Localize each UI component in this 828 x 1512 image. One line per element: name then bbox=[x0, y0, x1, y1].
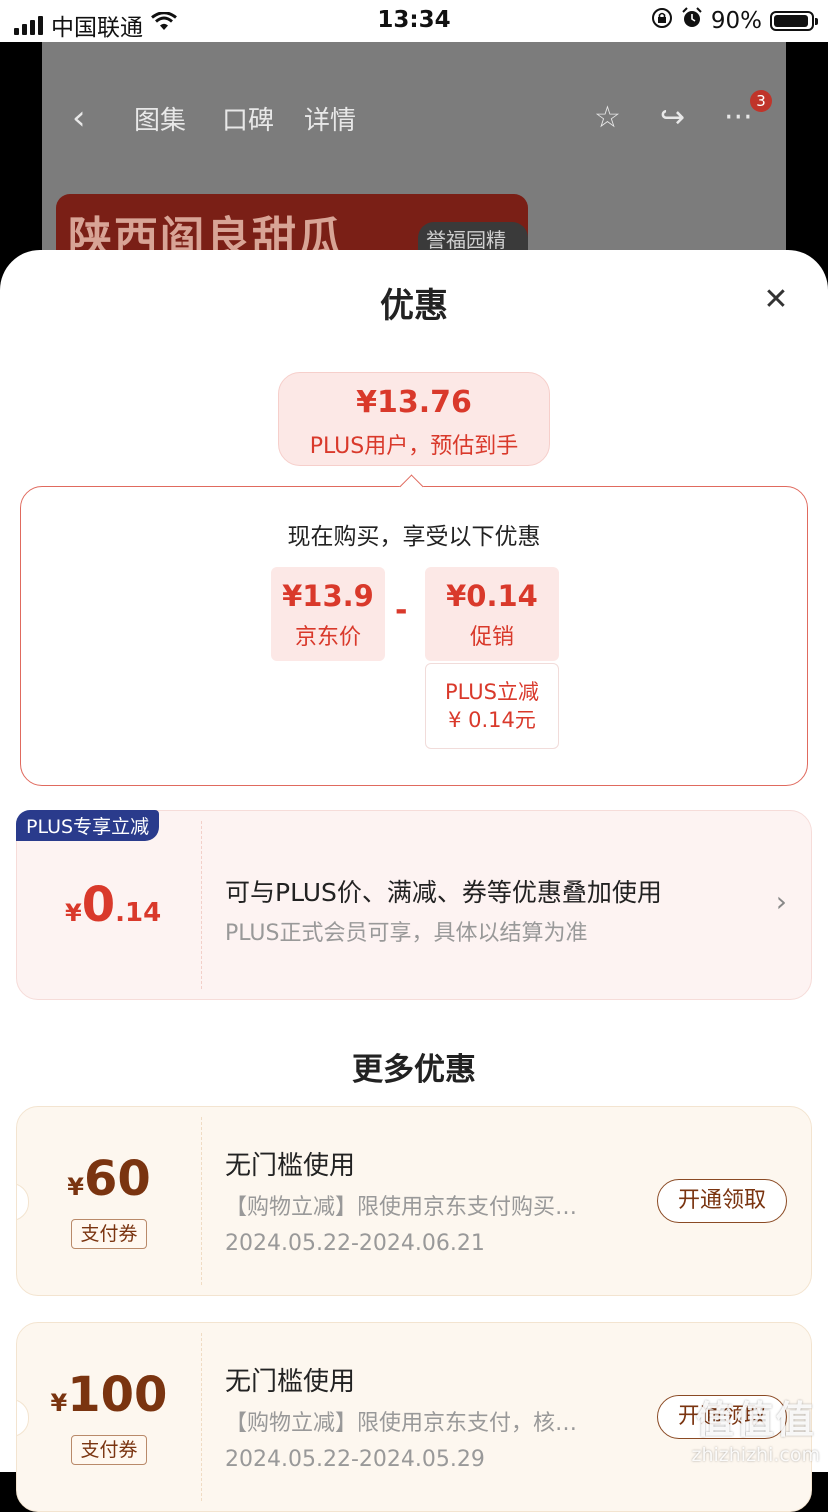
wifi-icon bbox=[151, 11, 177, 38]
breakdown-heading: 现在购买，享受以下优惠 bbox=[287, 524, 541, 550]
plus-offer-amount: ¥0.14 bbox=[65, 877, 161, 933]
coupon-amount-value: 100 bbox=[67, 1367, 168, 1423]
promo-detail-box: PLUS立减 ¥ 0.14元 bbox=[425, 663, 559, 749]
discount-sheet: 优惠 ✕ ¥13.76 PLUS用户，预估到手 现在购买，享受以下优惠 ¥13.… bbox=[0, 250, 828, 1512]
jd-price-value: ¥13.9 bbox=[282, 579, 374, 613]
minus-operator: - bbox=[395, 593, 408, 628]
notification-badge: 3 bbox=[750, 90, 772, 112]
chevron-right-icon[interactable]: › bbox=[775, 885, 787, 918]
plus-offer-card[interactable]: PLUS专享立减 ¥0.14 可与PLUS价、满减、券等优惠叠加使用 PLUS正… bbox=[16, 810, 812, 1000]
dashed-divider bbox=[201, 1333, 202, 1501]
clock: 13:34 bbox=[377, 7, 451, 33]
coupon-title: 无门槛使用 bbox=[225, 1151, 356, 1181]
tab-reviews[interactable]: 口碑 bbox=[222, 106, 275, 136]
estimated-price-pill: ¥13.76 PLUS用户，预估到手 bbox=[278, 372, 550, 466]
coupon-currency: ¥ bbox=[50, 1389, 68, 1417]
promo-detail-line1: PLUS立减 bbox=[444, 680, 540, 704]
promo-box: ¥0.14 促销 bbox=[425, 567, 559, 661]
coupon-type-badge: 支付券 bbox=[71, 1435, 147, 1465]
coupon-description: 【购物立减】限使用京东支付，核… bbox=[225, 1411, 578, 1436]
coupon-dates: 2024.05.22-2024.06.21 bbox=[225, 1231, 485, 1256]
plus-currency: ¥ bbox=[65, 899, 82, 927]
estimated-price: ¥13.76 bbox=[356, 385, 472, 420]
plus-offer-tag: PLUS专享立减 bbox=[16, 810, 160, 841]
star-icon[interactable]: ☆ bbox=[594, 100, 621, 135]
share-icon[interactable]: ↪ bbox=[660, 100, 686, 135]
plus-offer-title: 可与PLUS价、满减、券等优惠叠加使用 bbox=[225, 878, 662, 907]
pointer-notch bbox=[399, 474, 424, 499]
price-breakdown: 现在购买，享受以下优惠 ¥13.9 京东价 - ¥0.14 促销 PLUS立减 … bbox=[20, 474, 808, 786]
sheet-title: 优惠 bbox=[380, 286, 448, 326]
promo-label: 促销 bbox=[469, 625, 514, 650]
tab-details[interactable]: 详情 bbox=[304, 106, 357, 136]
back-icon[interactable]: ‹ bbox=[72, 98, 86, 138]
coupon-amount-value: 60 bbox=[83, 1151, 151, 1207]
dashed-divider bbox=[201, 821, 202, 989]
plus-offer-subtitle: PLUS正式会员可享，具体以结算为准 bbox=[225, 921, 588, 946]
battery-percent: 90% bbox=[710, 8, 762, 34]
watermark-logo: 值值值 bbox=[695, 1398, 816, 1442]
carrier-label: 中国联通 bbox=[51, 15, 143, 41]
orientation-lock-icon bbox=[651, 7, 673, 35]
coupon-type-badge: 支付券 bbox=[71, 1219, 147, 1249]
plus-amount-int: 0 bbox=[81, 877, 116, 933]
claim-coupon-button[interactable]: 开通领取 bbox=[657, 1395, 787, 1439]
coupon-currency: ¥ bbox=[67, 1173, 84, 1201]
status-right: 90% bbox=[651, 7, 818, 35]
coupon-amount: ¥100 bbox=[17, 1367, 201, 1423]
coupon-card: ¥60 支付券 无门槛使用 【购物立减】限使用京东支付购买… 2024.05.2… bbox=[16, 1106, 812, 1296]
more-icon[interactable]: ··· bbox=[724, 100, 753, 135]
estimated-caption: PLUS用户，预估到手 bbox=[309, 434, 519, 459]
plus-amount-dec: .14 bbox=[115, 898, 162, 928]
status-bar: 中国联通 13:34 90% bbox=[0, 0, 828, 42]
tab-gallery[interactable]: 图集 bbox=[134, 106, 187, 136]
more-offers-title: 更多优惠 bbox=[352, 1052, 476, 1088]
product-nav-bar: ‹ 图集 口碑 详情 ☆ ↪ ··· 3 bbox=[42, 90, 786, 144]
coupon-amount: ¥60 bbox=[17, 1151, 201, 1207]
battery-icon bbox=[770, 11, 818, 31]
status-left: 中国联通 bbox=[14, 8, 177, 42]
promo-value: ¥0.14 bbox=[446, 579, 538, 613]
coupon-description: 【购物立减】限使用京东支付购买… bbox=[225, 1195, 578, 1220]
signal-icon bbox=[14, 15, 43, 35]
jd-price-label: 京东价 bbox=[294, 625, 361, 650]
site-watermark: 值值值 zhizhizhi.com bbox=[691, 1389, 820, 1466]
dashed-divider bbox=[201, 1117, 202, 1285]
promo-detail-line2: ¥ 0.14元 bbox=[448, 708, 536, 732]
watermark-site: zhizhizhi.com bbox=[691, 1444, 820, 1466]
coupon-dates: 2024.05.22-2024.05.29 bbox=[225, 1447, 485, 1472]
alarm-icon bbox=[681, 7, 703, 35]
coupon-title: 无门槛使用 bbox=[225, 1367, 356, 1397]
jd-price-box: ¥13.9 京东价 bbox=[271, 567, 385, 661]
claim-coupon-button[interactable]: 开通领取 bbox=[657, 1179, 787, 1223]
close-icon[interactable]: ✕ bbox=[763, 282, 789, 317]
